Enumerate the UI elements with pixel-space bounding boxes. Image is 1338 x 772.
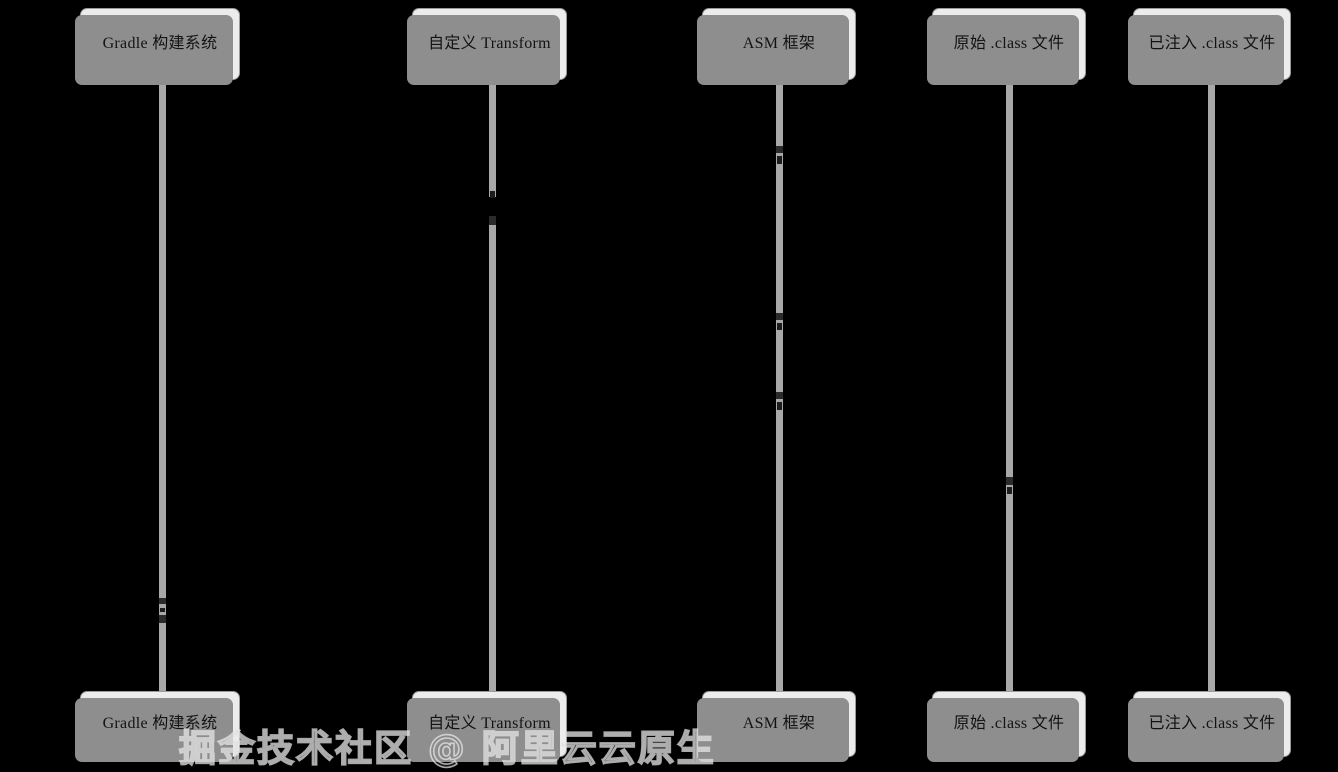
lifeline-origin-class <box>1006 83 1013 691</box>
participant-label-transform-top: 自定义 Transform <box>428 35 551 53</box>
participant-label-injected-class-top: 已注入 .class 文件 <box>1148 35 1276 53</box>
message-marker-asm-6 <box>777 402 782 410</box>
participant-box-gradle-top[interactable]: Gradle 构建系统 <box>75 8 240 85</box>
participant-label-origin-class-bottom: 原始 .class 文件 <box>953 715 1065 733</box>
message-marker-transform-2 <box>489 216 496 225</box>
message-marker-asm-2 <box>777 156 782 164</box>
participant-box-transform-bottom[interactable]: 自定义 Transform <box>407 691 567 762</box>
message-marker-gradle-1 <box>159 598 166 604</box>
participant-label-gradle-bottom: Gradle 构建系统 <box>102 715 218 733</box>
participant-label-asm-bottom: ASM 框架 <box>742 715 816 733</box>
participant-label-gradle-top: Gradle 构建系统 <box>102 35 218 53</box>
lifeline-transform-2 <box>489 216 496 691</box>
lifeline-injected-class <box>1208 83 1215 691</box>
message-marker-asm-4 <box>777 323 782 330</box>
message-marker-asm-3 <box>776 313 783 320</box>
participant-box-asm-top[interactable]: ASM 框架 <box>697 8 856 85</box>
participant-label-transform-bottom: 自定义 Transform <box>428 715 551 733</box>
message-marker-gradle-3 <box>159 615 166 623</box>
message-marker-asm-5 <box>776 392 783 399</box>
message-marker-transform-1 <box>490 191 495 198</box>
participant-box-gradle-bottom[interactable]: Gradle 构建系统 <box>75 691 240 762</box>
participant-label-injected-class-bottom: 已注入 .class 文件 <box>1148 715 1276 733</box>
lifeline-transform <box>489 83 496 197</box>
participant-box-injected-class-top[interactable]: 已注入 .class 文件 <box>1128 8 1291 85</box>
message-marker-gradle-2 <box>160 608 165 612</box>
participant-box-asm-bottom[interactable]: ASM 框架 <box>697 691 856 762</box>
participant-label-asm-top: ASM 框架 <box>742 35 816 53</box>
lifeline-gradle <box>159 83 166 691</box>
participant-box-transform-top[interactable]: 自定义 Transform <box>407 8 567 85</box>
participant-box-origin-class-top[interactable]: 原始 .class 文件 <box>927 8 1086 85</box>
participant-box-origin-class-bottom[interactable]: 原始 .class 文件 <box>927 691 1086 762</box>
message-marker-origin-class-1 <box>1006 477 1013 485</box>
message-marker-origin-class-2 <box>1007 487 1012 494</box>
lifeline-asm <box>776 83 783 691</box>
participant-box-injected-class-bottom[interactable]: 已注入 .class 文件 <box>1128 691 1291 762</box>
message-marker-asm-1 <box>776 146 783 153</box>
participant-label-origin-class-top: 原始 .class 文件 <box>953 35 1065 53</box>
